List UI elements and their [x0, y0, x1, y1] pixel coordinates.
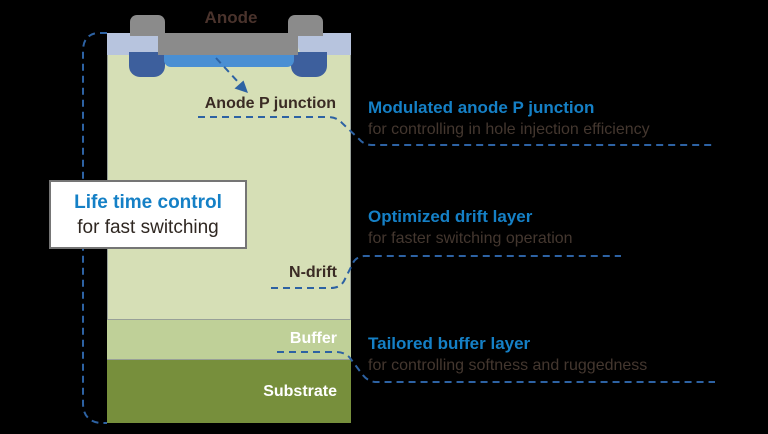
callout-subtitle: for fast switching	[77, 217, 219, 238]
p-well-right	[291, 52, 327, 77]
p-well-left	[129, 52, 165, 77]
annotation-title: Tailored buffer layer	[368, 334, 531, 353]
anode-p-junction-region	[164, 52, 294, 67]
lifetime-bracket-line	[82, 32, 107, 424]
annotation-buffer-layer: Tailored buffer layer for controlling so…	[368, 333, 647, 377]
anode-contact-left	[107, 33, 160, 55]
annotation-description: for controlling softness and ruggedness	[368, 357, 648, 374]
connector-buffer	[277, 351, 715, 383]
hole-injection-arrow-icon	[215, 57, 240, 84]
anode-metal-tab-left	[130, 15, 165, 36]
callout-title: Life time control	[74, 192, 222, 213]
substrate-label: Substrate	[263, 383, 337, 400]
annotation-anode-p-junction: Modulated anode P junction for controlli…	[368, 97, 650, 141]
annotation-title: Modulated anode P junction	[368, 98, 595, 117]
arrowhead-icon	[234, 80, 248, 93]
annotation-description: for controlling in hole injection effici…	[368, 121, 650, 138]
anode-label: Anode	[204, 8, 258, 27]
connector-anode-p-junction	[198, 116, 716, 146]
anode-contact-right	[298, 33, 351, 55]
anode-metal-bar	[158, 33, 298, 55]
substrate-layer	[107, 360, 351, 423]
annotation-description: for faster switching operation	[368, 230, 573, 247]
connector-n-drift	[271, 255, 621, 289]
n-drift-label: N-drift	[289, 264, 337, 281]
buffer-layer	[107, 319, 351, 360]
buffer-label: Buffer	[289, 330, 337, 347]
lifetime-control-callout: Life time control for fast switching	[49, 180, 247, 249]
annotation-drift-layer: Optimized drift layer for faster switchi…	[368, 206, 573, 250]
anode-metal-tab-right	[288, 15, 323, 36]
annotation-title: Optimized drift layer	[368, 207, 533, 226]
anode-p-junction-label: Anode P junction	[204, 95, 336, 112]
